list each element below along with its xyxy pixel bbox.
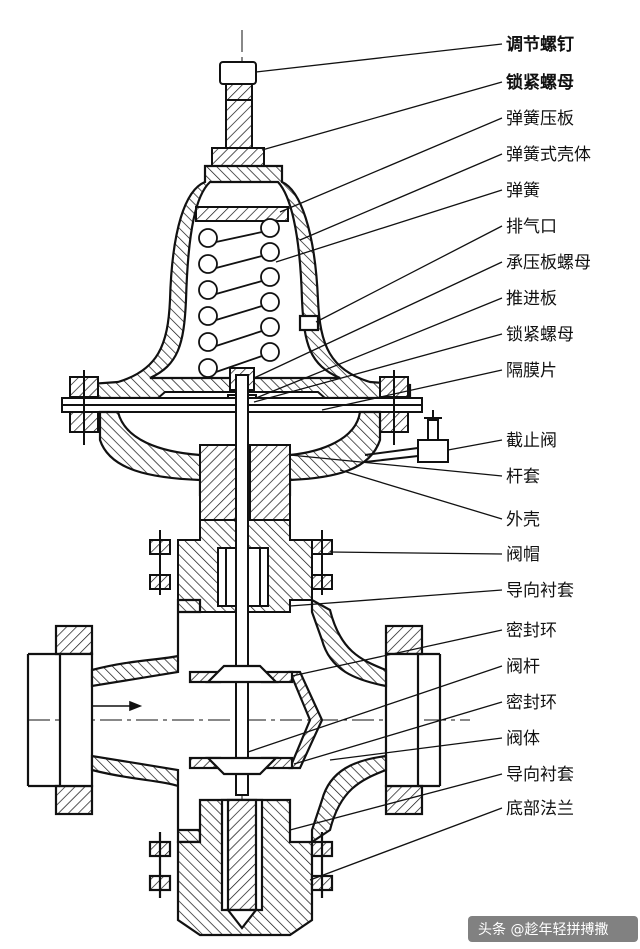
spring-plate (195, 206, 289, 222)
part-label-19: 阀体 (506, 729, 540, 749)
leader-line-1 (255, 43, 503, 73)
part-label-18: 密封环 (506, 693, 557, 713)
leader-line-19 (329, 737, 503, 761)
leader-line-13 (339, 469, 503, 520)
leader-line-17 (247, 665, 503, 753)
part-label-2: 锁紧螺母 (506, 72, 574, 93)
leader-line-10 (321, 369, 503, 411)
spring (198, 218, 280, 378)
leader-line-11 (447, 439, 503, 451)
leader-line-8 (255, 297, 503, 399)
leader-line-16 (291, 629, 503, 677)
leader-line-7 (253, 261, 503, 379)
part-label-5: 弹簧 (506, 181, 540, 201)
part-label-12: 杆套 (506, 467, 540, 487)
part-label-21: 底部法兰 (506, 799, 574, 819)
outer-shell (98, 410, 382, 497)
part-label-7: 承压板螺母 (506, 253, 591, 273)
part-label-14: 阀帽 (506, 545, 540, 565)
labels: 调节螺钉锁紧螺母弹簧压板弹簧式壳体弹簧排气口承压板螺母推进板锁紧螺母隔膜片截止阀… (506, 34, 591, 819)
part-label-1: 调节螺钉 (506, 34, 574, 55)
part-label-15: 导向衬套 (506, 581, 574, 601)
bottom-flange (148, 798, 334, 937)
leader-line-5 (275, 189, 503, 263)
leader-line-14 (329, 551, 503, 555)
part-label-17: 阀杆 (506, 657, 540, 677)
valve-body (26, 598, 442, 845)
leader-line-4 (299, 153, 503, 241)
watermark-text: 头条 @趁年轻拼搏撒 (478, 921, 608, 938)
flow-arrow (92, 700, 143, 712)
part-label-8: 推进板 (506, 289, 557, 309)
leader-line-9 (253, 333, 503, 403)
part-label-6: 排气口 (506, 217, 557, 237)
leader-line-18 (293, 701, 503, 765)
part-label-16: 密封环 (506, 621, 557, 641)
part-label-11: 截止阀 (506, 431, 557, 451)
part-label-10: 隔膜片 (506, 361, 557, 381)
valve-stem (235, 374, 249, 796)
leader-lines (247, 43, 503, 881)
leader-line-12 (289, 454, 503, 477)
part-label-9: 锁紧螺母 (506, 325, 574, 345)
stop-valve (364, 410, 449, 463)
leader-line-21 (309, 807, 503, 881)
lock-nut-top (211, 147, 265, 167)
part-label-3: 弹簧压板 (506, 109, 574, 129)
leader-line-6 (315, 225, 503, 323)
leader-line-15 (289, 589, 503, 607)
part-label-20: 导向衬套 (506, 765, 574, 785)
part-label-13: 外壳 (506, 510, 540, 530)
leader-line-3 (279, 117, 503, 213)
part-label-4: 弹簧式壳体 (506, 145, 591, 165)
leader-line-2 (261, 81, 503, 151)
watermark: 头条 @趁年轻拼搏撒 (468, 916, 638, 942)
leader-line-20 (289, 773, 503, 831)
